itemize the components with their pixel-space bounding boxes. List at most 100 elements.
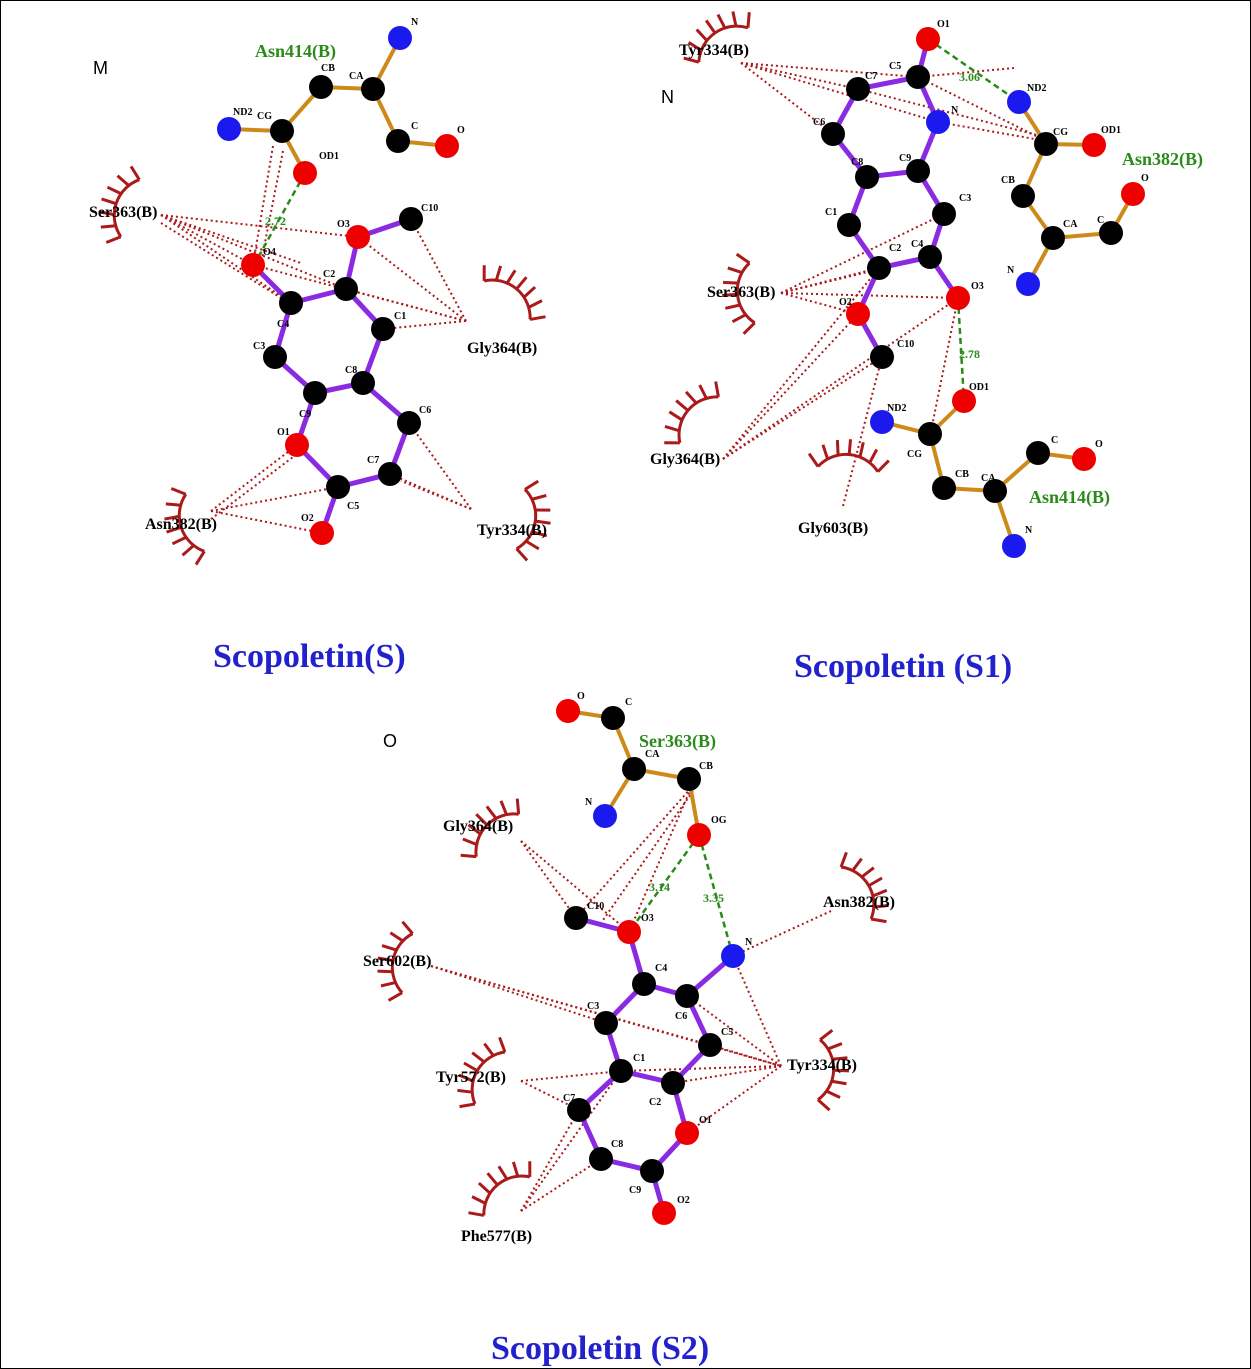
hydrophobic-residue-label: Tyr334(B) bbox=[477, 522, 547, 539]
atom-label: C1 bbox=[394, 311, 406, 322]
atom-label: C6 bbox=[675, 1011, 687, 1022]
atom-label: O1 bbox=[699, 1115, 712, 1126]
atom-label: C10 bbox=[587, 901, 604, 912]
atom-label: C2 bbox=[889, 243, 901, 254]
atom-label: CG bbox=[1053, 127, 1068, 138]
atom-label: CG bbox=[907, 449, 922, 460]
atom-label: N bbox=[745, 937, 753, 948]
atom-label: C4 bbox=[655, 963, 667, 974]
panel-caption-m: Scopoletin(S) bbox=[213, 638, 406, 675]
atom-label: O1 bbox=[937, 19, 950, 30]
atom-label: C5 bbox=[889, 61, 901, 72]
hbond-distance-n-2: 2.78 bbox=[959, 347, 980, 361]
hydrophobic-residue-label: Ser363(B) bbox=[707, 284, 775, 301]
atom-label: C10 bbox=[421, 203, 438, 214]
hydrophobic-residue-label: Tyr334(B) bbox=[787, 1057, 857, 1074]
atom-label: C9 bbox=[299, 409, 311, 420]
atom-label: C9 bbox=[899, 153, 911, 164]
atom-label: CA bbox=[1063, 219, 1078, 230]
atom-label: C1 bbox=[825, 207, 837, 218]
hbond-distance-o-2: 3.35 bbox=[703, 891, 724, 905]
hydrophobic-residue-label: Asn382(B) bbox=[823, 894, 895, 911]
atom-label: O2 bbox=[677, 1195, 690, 1206]
atom-label: C4 bbox=[911, 239, 923, 250]
atom-label: C5 bbox=[347, 501, 359, 512]
panel-letter-o: O bbox=[383, 731, 397, 751]
atom-label: C5 bbox=[721, 1027, 733, 1038]
panel-letter-m: M bbox=[93, 58, 108, 78]
atom-label: CG bbox=[257, 111, 272, 122]
hbond-distance-n-1: 3.06 bbox=[959, 70, 980, 84]
hydrophobic-residue-label: Asn382(B) bbox=[145, 516, 217, 533]
atom-label: C7 bbox=[563, 1093, 575, 1104]
atom-label: C2 bbox=[323, 269, 335, 280]
atom-label: C bbox=[411, 121, 418, 132]
atom-label: O1 bbox=[277, 427, 290, 438]
atom-label: OD1 bbox=[319, 151, 339, 162]
hydrophobic-residue-label: Tyr334(B) bbox=[679, 42, 749, 59]
hbond-residue-label: Ser363(B) bbox=[639, 731, 716, 752]
atom-label: C7 bbox=[865, 71, 877, 82]
atom-label: C3 bbox=[253, 341, 265, 352]
hydrophobic-contacts-o bbox=[430, 787, 832, 1212]
atom-label: N bbox=[951, 105, 959, 116]
atom-label: ND2 bbox=[1027, 83, 1046, 94]
panel-letter-n: N bbox=[661, 87, 674, 107]
atom-label: C7 bbox=[367, 455, 379, 466]
atom-label: CA bbox=[981, 473, 996, 484]
atom-label: OD1 bbox=[1101, 125, 1121, 136]
hydrophobic-contacts-n bbox=[722, 62, 1047, 507]
atom-label: C bbox=[1097, 215, 1104, 226]
atom-label: N bbox=[585, 797, 593, 808]
hbond-residue-label: Asn382(B) bbox=[1122, 149, 1203, 170]
panel-caption-o: Scopoletin (S2) bbox=[491, 1330, 709, 1367]
hydrophobic-residue-label: Ser363(B) bbox=[89, 204, 157, 221]
atom-label: O3 bbox=[641, 913, 654, 924]
atom-label: O bbox=[577, 691, 585, 702]
atom-label: OG bbox=[711, 815, 727, 826]
hydrophobic-residue-label: Gly603(B) bbox=[798, 520, 868, 537]
atom-label: C bbox=[625, 697, 632, 708]
atom-label: O2 bbox=[301, 513, 314, 524]
hbond-distance-o-1: 3.14 bbox=[649, 880, 670, 894]
hydrophobic-residue-label: Tyr572(B) bbox=[436, 1069, 506, 1086]
panel-n: N 3.06 2.78 bbox=[648, 1, 1203, 685]
atom-label: C8 bbox=[345, 365, 357, 376]
atom-label: O2 bbox=[839, 297, 852, 308]
atom-label: O bbox=[457, 125, 465, 136]
atom-label: CA bbox=[645, 749, 660, 760]
panel-o: O 3.14 3.35 bbox=[363, 691, 904, 1367]
atom-label: C bbox=[1051, 435, 1058, 446]
atom-label: C8 bbox=[611, 1139, 623, 1150]
atom-label: O bbox=[1141, 173, 1149, 184]
hydrophobic-residue-label: Phe577(B) bbox=[461, 1228, 532, 1245]
atom-label: C10 bbox=[897, 339, 914, 350]
atom-label: CB bbox=[1001, 175, 1015, 186]
hydrophobic-residue-label: Gly364(B) bbox=[650, 451, 720, 468]
panel-caption-n: Scopoletin (S1) bbox=[794, 648, 1012, 685]
atom-label: C3 bbox=[959, 193, 971, 204]
atom-label: ND2 bbox=[233, 107, 252, 118]
atom-label: CA bbox=[349, 71, 364, 82]
atom-label: C9 bbox=[629, 1185, 641, 1196]
hbond-residue-label: Asn414(B) bbox=[1029, 487, 1110, 508]
hbond-residue-label: Asn414(B) bbox=[255, 41, 336, 62]
hbond-distance-m-1: 2.72 bbox=[265, 214, 286, 228]
atom-label: C1 bbox=[633, 1053, 645, 1064]
atom-label: O bbox=[1095, 439, 1103, 450]
atom-label: OD1 bbox=[969, 382, 989, 393]
atom-label: CB bbox=[321, 63, 335, 74]
atom-label: C4 bbox=[277, 319, 289, 330]
atom-label: C2 bbox=[649, 1097, 661, 1108]
atom-label: CB bbox=[955, 469, 969, 480]
hydrophobic-residue-label: Gly364(B) bbox=[467, 340, 537, 357]
atom-label: O3 bbox=[971, 281, 984, 292]
atom-label: O3 bbox=[337, 219, 350, 230]
atom-label: N bbox=[411, 17, 419, 28]
atom-label: N bbox=[1025, 525, 1033, 536]
atom-label: CB bbox=[699, 761, 713, 772]
panel-m: M 2.72 bbox=[87, 17, 559, 675]
atom-label: C8 bbox=[851, 157, 863, 168]
